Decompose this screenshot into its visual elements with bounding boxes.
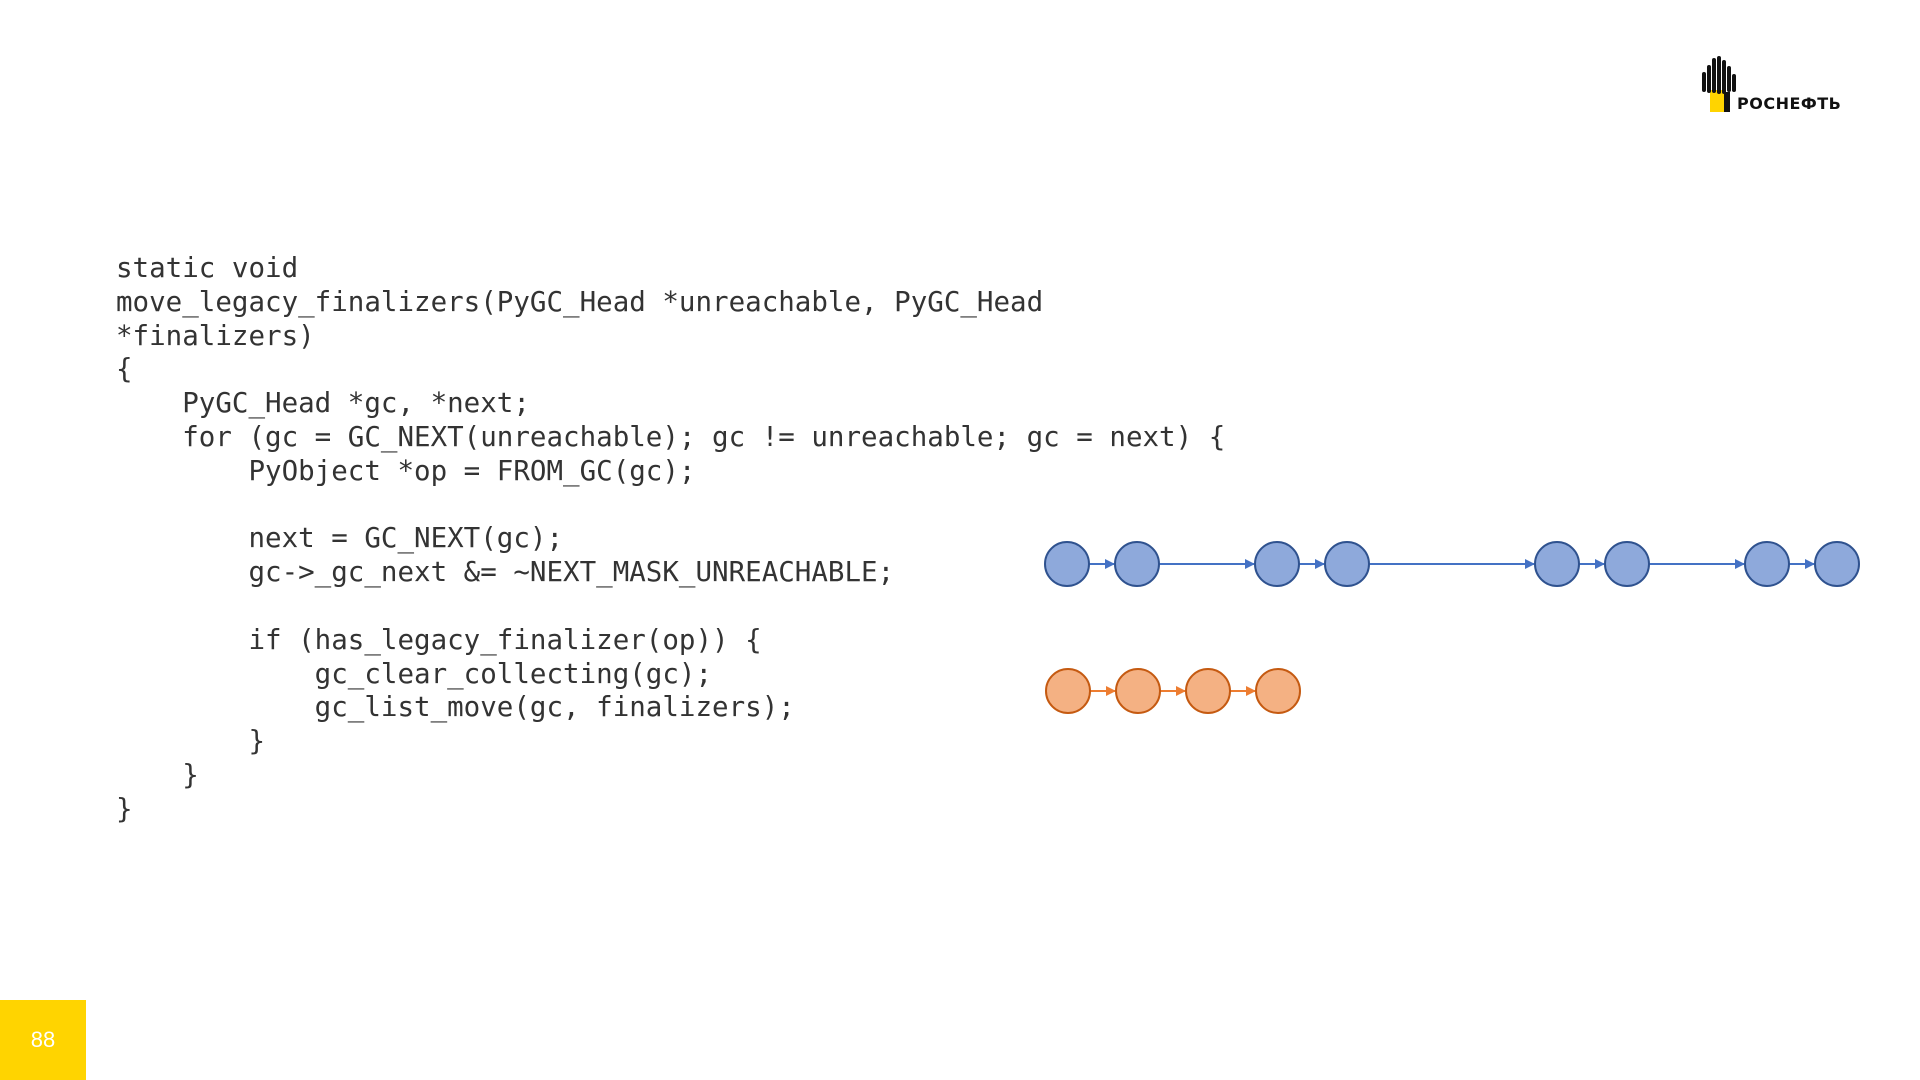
code-line: for (gc = GC_NEXT(unreachable); gc != un… — [116, 420, 1226, 453]
unreachable-node — [1114, 541, 1160, 587]
page-number: 88 — [30, 1027, 56, 1052]
linked-list-diagram — [1044, 541, 1860, 714]
code-line: } — [116, 725, 266, 758]
code-line: } — [116, 792, 133, 825]
code-line: move_legacy_finalizers(PyGC_Head *unreac… — [116, 285, 1044, 318]
code-line: { — [116, 353, 133, 386]
code-line: PyObject *op = FROM_GC(gc); — [116, 454, 696, 487]
code-line — [116, 489, 1225, 523]
code-line: gc->_gc_next &= ~NEXT_MASK_UNREACHABLE; — [116, 556, 895, 589]
code-line: PyGC_Head *gc, *next; — [116, 387, 530, 420]
unreachable-node — [1254, 541, 1300, 587]
code-line: *finalizers) — [116, 319, 315, 352]
finalizer-node — [1045, 668, 1091, 714]
finalizer-node — [1115, 668, 1161, 714]
unreachable-node — [1744, 541, 1790, 587]
code-line: gc_list_move(gc, finalizers); — [116, 691, 795, 724]
page-number-badge: 88 — [0, 1000, 86, 1080]
code-line: if (has_legacy_finalizer(op)) { — [116, 623, 762, 656]
unreachable-node — [1604, 541, 1650, 587]
unreachable-node — [1534, 541, 1580, 587]
rosneft-emblem-icon — [1702, 56, 1736, 112]
rosneft-logo: РОСНЕФТЬ — [1700, 56, 1870, 116]
code-line: next = GC_NEXT(gc); — [116, 522, 564, 555]
unreachable-node — [1044, 541, 1090, 587]
finalizers-list — [1045, 668, 1301, 714]
unreachable-list — [1044, 541, 1860, 587]
code-line: } — [116, 758, 199, 791]
rosneft-wordmark: РОСНЕФТЬ — [1737, 94, 1842, 113]
finalizer-node — [1185, 668, 1231, 714]
unreachable-node — [1324, 541, 1370, 587]
unreachable-node — [1814, 541, 1860, 587]
code-line: gc_clear_collecting(gc); — [116, 657, 713, 690]
finalizer-node — [1255, 668, 1301, 714]
code-line: static void — [116, 252, 299, 284]
